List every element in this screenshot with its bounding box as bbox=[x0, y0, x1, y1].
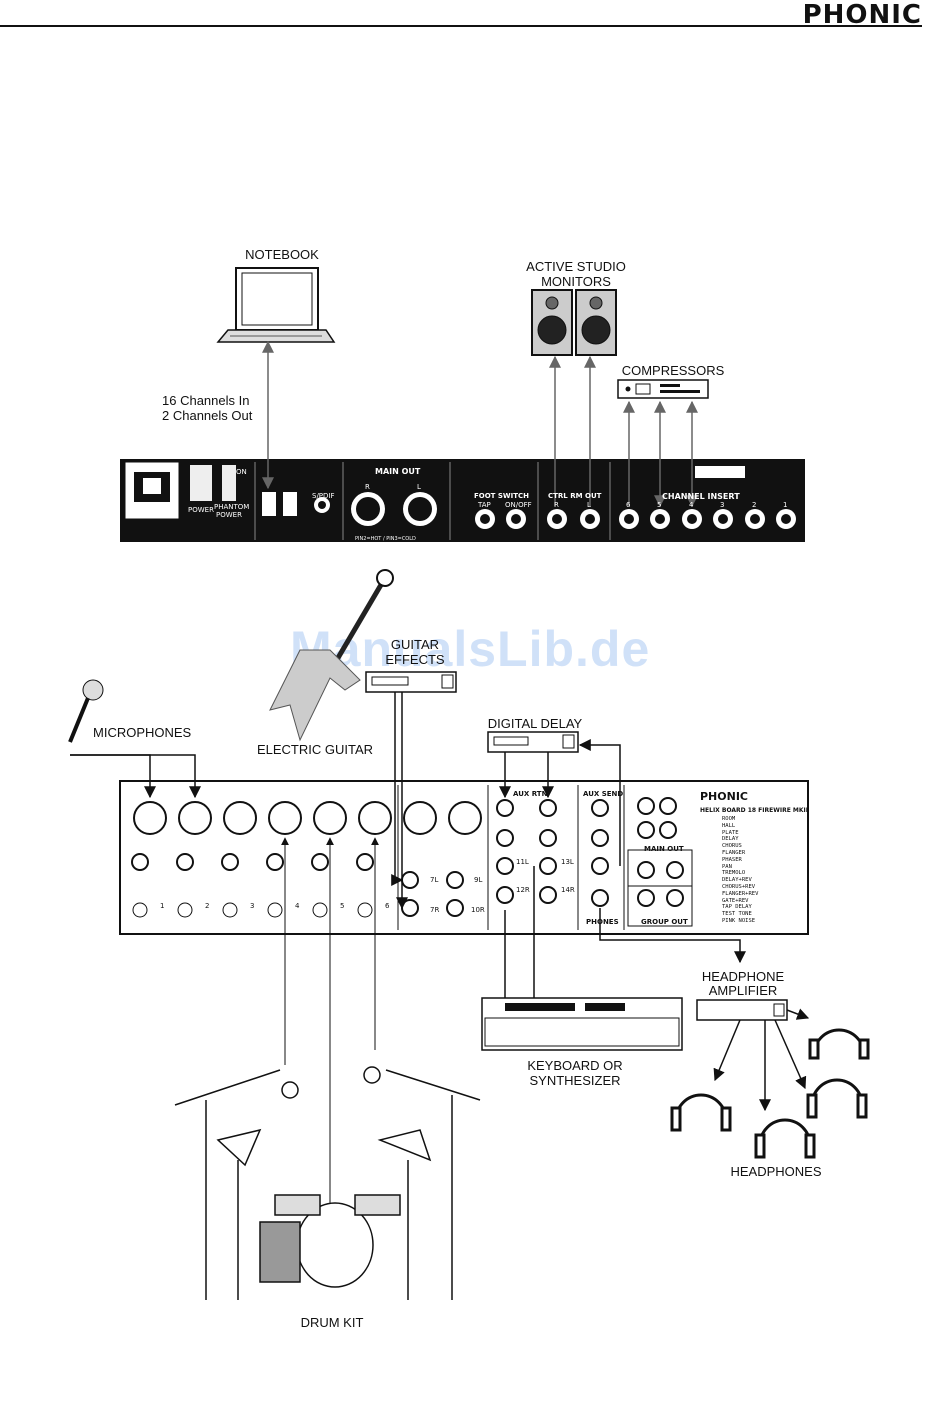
mixer-ch-4: 4 bbox=[295, 902, 300, 910]
keyboard-label-2: SYNTHESIZER bbox=[529, 1073, 621, 1088]
guitar-effects-icon bbox=[365, 671, 457, 693]
rear-ctrl-rm-out-label: CTRL RM OUT bbox=[548, 492, 602, 500]
rear-spdif-label: S/PDIF bbox=[312, 492, 335, 500]
microphone-icon bbox=[68, 679, 104, 743]
mixer-group-out-label: GROUP OUT bbox=[641, 918, 688, 926]
mixer-aux-send-label: AUX SEND bbox=[583, 790, 624, 798]
effect-item: HALL bbox=[722, 822, 736, 829]
electric-guitar-icon bbox=[269, 569, 394, 742]
mixer-stereo-14r: 14R bbox=[561, 886, 575, 894]
headphone-amp-label-2: AMPLIFIER bbox=[708, 983, 778, 998]
rear-phantom-label: PHANTOM POWER bbox=[214, 503, 250, 519]
effect-item: FLANGER+REV bbox=[722, 890, 759, 897]
header-rule bbox=[0, 25, 922, 27]
mixer-main-out-label: MAIN OUT bbox=[644, 845, 684, 853]
digital-delay-label: DIGITAL DELAY bbox=[487, 716, 583, 731]
drum-kit-icon bbox=[174, 1066, 481, 1300]
headphone-amplifier-icon bbox=[696, 999, 788, 1021]
notebook-label: NOTEBOOK bbox=[245, 247, 319, 262]
rear-on-label: ON bbox=[236, 468, 247, 476]
rear-insert-1: 1 bbox=[783, 501, 788, 509]
rear-ctrl-l-label: L bbox=[587, 501, 591, 509]
mixer-stereo-9l: 9L bbox=[474, 876, 483, 884]
digital-delay-icon bbox=[487, 731, 579, 753]
effect-item: GATE+REV bbox=[722, 897, 749, 904]
studio-monitors-icon bbox=[531, 289, 617, 356]
mixer-ch-5: 5 bbox=[340, 902, 345, 910]
guitar-effects-label-2: EFFECTS bbox=[385, 652, 445, 667]
rear-ctrl-r-label: R bbox=[554, 501, 559, 509]
mixer-stereo-12r: 12R bbox=[516, 886, 530, 894]
monitors-label-2: MONITORS bbox=[541, 274, 611, 289]
mixer-phones-label: PHONES bbox=[586, 918, 619, 926]
effect-item: TEST TONE bbox=[722, 911, 752, 918]
effect-item: CHORUS bbox=[722, 843, 742, 850]
effect-item: FLANGER bbox=[722, 849, 746, 856]
rear-power-label: POWER bbox=[188, 506, 214, 514]
rear-insert-2: 2 bbox=[752, 501, 757, 509]
effect-item: PAN bbox=[722, 863, 732, 870]
drum-kit-label: DRUM KIT bbox=[300, 1315, 364, 1330]
mixer-model: HELIX BOARD 18 FIREWIRE MKII bbox=[700, 807, 808, 814]
effect-item: PINK NOISE bbox=[722, 917, 756, 924]
mixer-aux-rtn-label: AUX RTN bbox=[513, 790, 548, 798]
mixer-brand: PHONIC bbox=[700, 790, 748, 803]
watermark: ManualsLib.de bbox=[290, 621, 651, 677]
mixer-stereo-7r: 7R bbox=[430, 906, 440, 914]
mixer-ch-2: 2 bbox=[205, 902, 210, 910]
compressors-icon bbox=[617, 379, 709, 399]
mixer-ch-1: 1 bbox=[160, 902, 165, 910]
mixer-stereo-11l: 11L bbox=[516, 858, 529, 866]
effect-item: PHASER bbox=[722, 856, 742, 863]
mixer-stereo-13l: 13L bbox=[561, 858, 574, 866]
channels-in-label: 16 Channels In bbox=[162, 393, 250, 408]
mixer-ch-6: 6 bbox=[385, 902, 390, 910]
keyboard-icon bbox=[481, 997, 683, 1051]
mixer-front-panel bbox=[119, 780, 809, 935]
effect-item: DELAY+REV bbox=[722, 877, 752, 884]
keyboard-label-1: KEYBOARD OR bbox=[527, 1058, 623, 1073]
rear-insert-3: 3 bbox=[720, 501, 725, 509]
rear-onoff-label: ON/OFF bbox=[505, 501, 532, 509]
headphone-amp-label-1: HEADPHONE bbox=[701, 969, 785, 984]
rear-main-out-label: MAIN OUT bbox=[375, 467, 421, 476]
mixer-stereo-10r: 10R bbox=[471, 906, 485, 914]
monitors-label-1: ACTIVE STUDIO bbox=[526, 259, 626, 274]
headphones-label: HEADPHONES bbox=[730, 1164, 822, 1179]
rear-foot-switch-label: FOOT SWITCH bbox=[474, 492, 530, 500]
rear-insert-4: 4 bbox=[689, 501, 694, 509]
electric-guitar-label: ELECTRIC GUITAR bbox=[256, 742, 374, 757]
notebook-icon bbox=[216, 267, 336, 343]
effect-item: CHORUS+REV bbox=[722, 883, 756, 890]
headphones-icon bbox=[670, 1028, 870, 1159]
rear-main-r-label: R bbox=[365, 483, 370, 491]
guitar-effects-label-1: GUITAR bbox=[390, 637, 440, 652]
compressors-label: COMPRESSORS bbox=[621, 363, 725, 378]
rear-tap-label: TAP bbox=[478, 501, 491, 509]
effect-item: PLATE bbox=[722, 829, 739, 836]
mixer-ch-3: 3 bbox=[250, 902, 255, 910]
mixer-stereo-7l: 7L bbox=[430, 876, 439, 884]
rear-channel-insert-label: CHANNEL INSERT bbox=[662, 492, 740, 501]
effect-item: DELAY bbox=[722, 836, 739, 843]
microphones-label: MICROPHONES bbox=[93, 725, 192, 740]
rear-insert-6: 6 bbox=[626, 501, 631, 509]
rear-pins-label: PIN2=HOT / PIN3=COLD bbox=[355, 536, 416, 542]
effect-item: TAP DELAY bbox=[722, 904, 752, 911]
effect-item: ROOM bbox=[722, 816, 736, 822]
effects-list: ROOM HALL PLATE DELAY CHORUS FLANGER PHA… bbox=[722, 816, 758, 925]
effect-item: TREMOLO bbox=[722, 870, 746, 877]
channels-out-label: 2 Channels Out bbox=[162, 408, 253, 423]
rear-insert-5: 5 bbox=[657, 501, 662, 509]
rear-main-l-label: L bbox=[417, 483, 421, 491]
